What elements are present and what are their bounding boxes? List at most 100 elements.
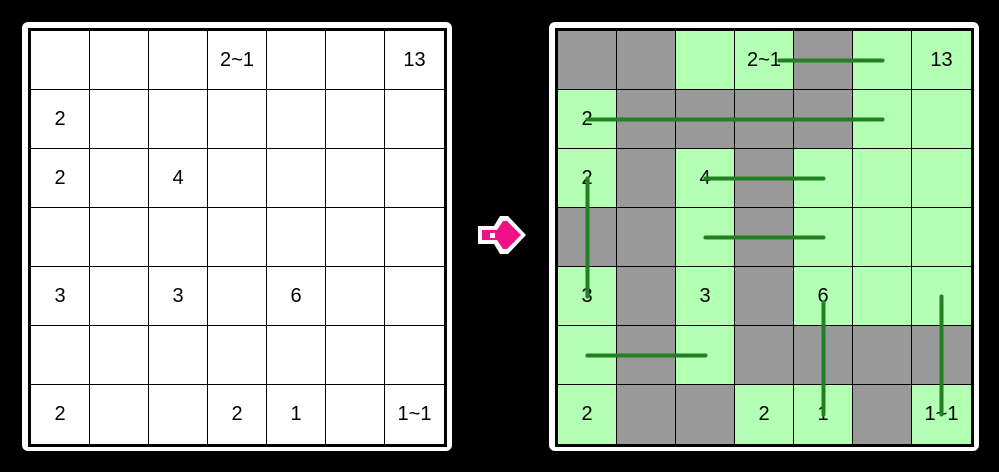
solution-cell <box>912 208 971 267</box>
puzzle-cell: 2 <box>31 385 90 444</box>
puzzle-cell <box>149 31 208 90</box>
solution-cell: 3 <box>676 267 735 326</box>
puzzle-cell <box>90 90 149 149</box>
solution-cell <box>676 90 735 149</box>
puzzle-cell <box>31 326 90 385</box>
puzzle-cell <box>326 90 385 149</box>
puzzle-cell <box>326 385 385 444</box>
solution-cell <box>912 90 971 149</box>
solution-cell <box>853 267 912 326</box>
puzzle-cell: 6 <box>267 267 326 326</box>
puzzle-cell <box>267 31 326 90</box>
puzzle-cell <box>90 149 149 208</box>
solution-cell <box>676 385 735 444</box>
puzzle-cell <box>31 208 90 267</box>
puzzle-cell <box>385 208 444 267</box>
solution-cell <box>617 326 676 385</box>
solution-cell: 4 <box>676 149 735 208</box>
solution-cell <box>853 385 912 444</box>
solution-cell <box>676 31 735 90</box>
solution-cell <box>617 149 676 208</box>
solution-cell <box>617 31 676 90</box>
puzzle-cell: 3 <box>149 267 208 326</box>
solution-cell <box>617 267 676 326</box>
puzzle-cell <box>385 267 444 326</box>
solution-cell: 6 <box>794 267 853 326</box>
puzzle-cell <box>90 208 149 267</box>
puzzle-cell <box>208 326 267 385</box>
solution-cell <box>794 90 853 149</box>
solution-cell: 2~1 <box>735 31 794 90</box>
puzzle-cell <box>326 267 385 326</box>
arrow-right-icon <box>478 216 526 254</box>
solution-cell <box>912 267 971 326</box>
puzzle-cell <box>31 31 90 90</box>
solution-cell: 1 <box>794 385 853 444</box>
puzzle-cell: 2 <box>208 385 267 444</box>
solution-cell <box>853 31 912 90</box>
puzzle-cell: 2 <box>31 90 90 149</box>
puzzle-cell <box>326 149 385 208</box>
puzzle-cell: 1~1 <box>385 385 444 444</box>
puzzle-cell <box>267 326 326 385</box>
puzzle-cell <box>385 326 444 385</box>
puzzle-cell <box>208 149 267 208</box>
puzzle-cell <box>385 90 444 149</box>
puzzle-cell <box>208 267 267 326</box>
puzzle-cell <box>208 208 267 267</box>
solution-cell: 3 <box>558 267 617 326</box>
solution-cell <box>676 326 735 385</box>
solution-cell: 13 <box>912 31 971 90</box>
puzzle-cell <box>90 31 149 90</box>
puzzle-cell <box>326 326 385 385</box>
solution-cell <box>735 90 794 149</box>
solution-cell <box>912 326 971 385</box>
puzzle-cell: 1 <box>267 385 326 444</box>
solution-cell: 2 <box>558 385 617 444</box>
solution-cell <box>617 208 676 267</box>
solution-cell <box>735 326 794 385</box>
solution-cell <box>676 208 735 267</box>
solution-cell: 2 <box>558 149 617 208</box>
solution-cell <box>735 149 794 208</box>
puzzle-cell <box>326 31 385 90</box>
solution-cell <box>558 208 617 267</box>
puzzle-cell <box>267 90 326 149</box>
puzzle-cell <box>267 208 326 267</box>
puzzle-cell <box>90 267 149 326</box>
solution-cell <box>558 326 617 385</box>
solution-cell <box>853 208 912 267</box>
solution-cell <box>617 385 676 444</box>
solution-cell <box>735 208 794 267</box>
puzzle-cell <box>149 90 208 149</box>
puzzle-cell: 3 <box>31 267 90 326</box>
puzzle-cell: 2 <box>31 149 90 208</box>
solution-cell <box>794 208 853 267</box>
puzzle-cell <box>326 208 385 267</box>
solution-cell <box>735 267 794 326</box>
solution-cell <box>617 90 676 149</box>
solution-cell: 2 <box>735 385 794 444</box>
puzzle-cell <box>208 90 267 149</box>
solution-cell <box>794 326 853 385</box>
solution-cell <box>853 90 912 149</box>
puzzle-cell <box>267 149 326 208</box>
puzzle-cell: 4 <box>149 149 208 208</box>
puzzle-cell: 2~1 <box>208 31 267 90</box>
solution-cell <box>853 149 912 208</box>
puzzle-cell: 13 <box>385 31 444 90</box>
solution-cell: 2 <box>558 90 617 149</box>
solution-cell <box>853 326 912 385</box>
puzzle-cell <box>90 385 149 444</box>
solution-cell <box>794 149 853 208</box>
puzzle-cell <box>385 149 444 208</box>
puzzle-cell <box>149 385 208 444</box>
puzzle-cell <box>149 208 208 267</box>
puzzle-cell <box>149 326 208 385</box>
solution-cell <box>794 31 853 90</box>
solution-cell: 1~1 <box>912 385 971 444</box>
